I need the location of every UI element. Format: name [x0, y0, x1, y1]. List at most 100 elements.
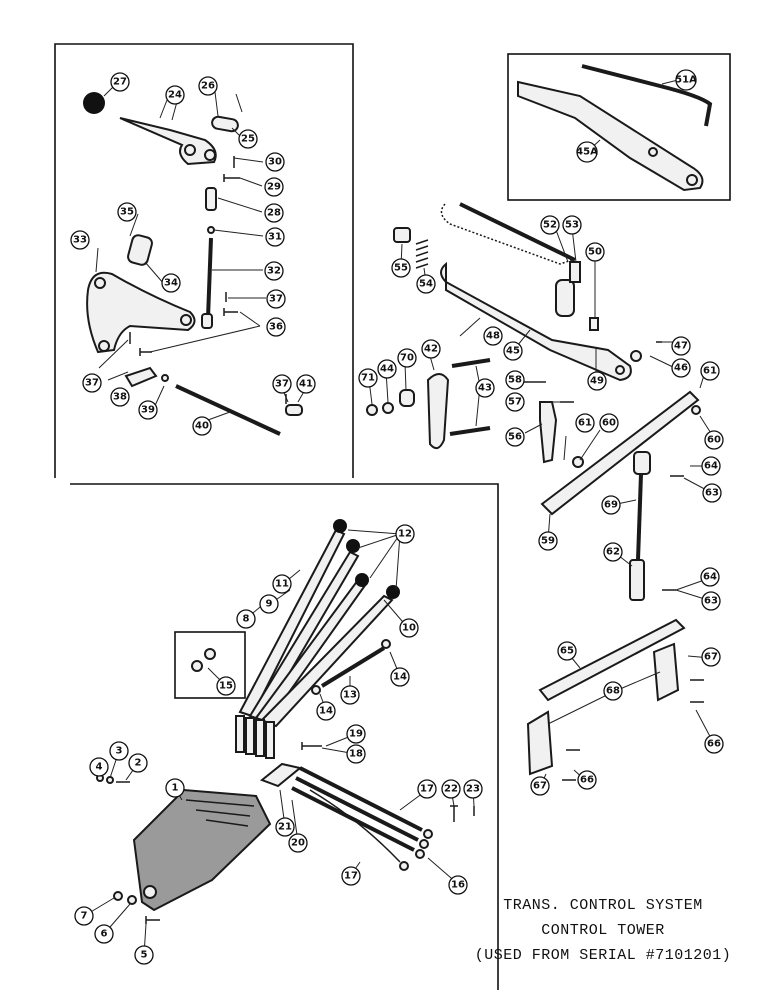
svg-text:26: 26	[201, 81, 215, 92]
svg-text:1: 1	[172, 783, 179, 794]
cover-bolt-hole	[143, 885, 157, 899]
detail-15-inset-frame	[174, 631, 246, 699]
callout-37-upper: 37	[266, 289, 286, 309]
callout-31: 31	[265, 227, 285, 247]
bracket-68-left	[526, 710, 554, 776]
pin-50	[589, 317, 599, 331]
callout-23: 23	[463, 779, 483, 799]
callout-30: 30	[265, 152, 285, 172]
callout-67-upper: 67	[701, 647, 721, 667]
diagram-frames	[54, 43, 731, 990]
rod-end-eye	[415, 849, 425, 859]
callout-61-right: 61	[700, 361, 720, 381]
diagram-caption: TRANS. CONTROL SYSTEM CONTROL TOWER (USE…	[468, 893, 738, 968]
nut-7	[113, 891, 123, 901]
callout-41: 41	[296, 374, 316, 394]
rod-end-upper	[633, 451, 651, 475]
lever-pivot-hole	[204, 149, 216, 161]
callout-11: 11	[272, 574, 292, 594]
callout-58: 58	[505, 370, 525, 390]
rod-end-cluster	[260, 762, 303, 788]
link-bolt	[451, 358, 491, 368]
callout-34: 34	[161, 273, 181, 293]
callout-53: 53	[562, 215, 582, 235]
svg-text:29: 29	[267, 182, 281, 193]
adjusting-rod	[206, 237, 213, 319]
callout-2: 2	[128, 753, 148, 773]
svg-text:36: 36	[269, 322, 283, 333]
svg-text:54: 54	[419, 279, 433, 290]
svg-text:35: 35	[120, 207, 134, 218]
callout-28: 28	[264, 203, 284, 223]
lever-knob	[346, 539, 360, 553]
svg-text:25: 25	[241, 134, 255, 145]
svg-text:43: 43	[478, 383, 492, 394]
callout-38: 38	[110, 387, 130, 407]
detail-nut	[191, 660, 203, 672]
caption-line-2: CONTROL TOWER	[541, 922, 665, 939]
callout-40: 40	[192, 416, 212, 436]
caption-line-1: TRANS. CONTROL SYSTEM	[503, 897, 703, 914]
callout-50: 50	[585, 242, 605, 262]
lock-nut	[207, 226, 215, 234]
svg-text:2: 2	[135, 758, 142, 769]
svg-text:71: 71	[361, 373, 375, 384]
callout-6: 6	[94, 924, 114, 944]
svg-text:3: 3	[116, 746, 123, 757]
bellcrank-bushing	[127, 234, 153, 266]
callout-25: 25	[238, 129, 258, 149]
svg-text:28: 28	[267, 208, 281, 219]
svg-text:53: 53	[565, 220, 579, 231]
rod-clevis-56	[539, 401, 558, 464]
snap-ring	[381, 639, 391, 649]
callouts: 27 24 26 25 30 29 28 31 3 2 37 36 35 33 3…	[70, 69, 724, 965]
callout-60-left: 60	[599, 413, 619, 433]
snap-ring	[311, 685, 321, 695]
spacer-70	[399, 389, 415, 407]
callout-64-upper: 64	[701, 456, 721, 476]
main-lever	[440, 261, 632, 382]
callout-61-left: 61	[575, 413, 595, 433]
right-linkage-group	[366, 202, 704, 781]
lower-rod-end	[201, 313, 213, 329]
svg-text:13: 13	[343, 690, 357, 701]
svg-text:37: 37	[269, 294, 283, 305]
callout-17-upper: 17	[417, 779, 437, 799]
svg-text:49: 49	[590, 376, 604, 387]
svg-text:63: 63	[704, 596, 718, 607]
callout-10: 10	[399, 618, 419, 638]
svg-text:67: 67	[533, 781, 547, 792]
bolts-63	[662, 475, 684, 591]
screw-5	[145, 916, 160, 924]
svg-text:55: 55	[394, 263, 408, 274]
callout-39: 39	[138, 400, 158, 420]
callout-9: 9	[259, 594, 279, 614]
svg-text:50: 50	[588, 247, 602, 258]
curved-rod	[309, 789, 401, 863]
bellcrank-hole	[180, 314, 192, 326]
tower-cover	[132, 788, 272, 912]
lever-ghost-outline	[440, 203, 573, 265]
svg-text:30: 30	[268, 157, 282, 168]
svg-text:65: 65	[560, 646, 574, 657]
callout-27: 27	[110, 72, 130, 92]
upper-clevis	[205, 187, 217, 211]
svg-text:64: 64	[704, 461, 718, 472]
callout-48: 48	[483, 326, 503, 346]
callout-42: 42	[421, 339, 441, 359]
callout-12: 12	[395, 524, 415, 544]
control-rod	[299, 766, 423, 832]
control-rod	[295, 776, 419, 842]
lever-arm-hole	[648, 147, 658, 157]
callout-37-left: 37	[82, 373, 102, 393]
rod-end-eye	[399, 861, 409, 871]
svg-text:66: 66	[580, 775, 594, 786]
callout-33: 33	[70, 230, 90, 250]
svg-text:12: 12	[398, 529, 412, 540]
callout-7: 7	[74, 906, 94, 926]
callout-24: 24	[165, 85, 185, 105]
svg-text:47: 47	[674, 341, 688, 352]
svg-text:61: 61	[578, 418, 592, 429]
lever-handle-8	[238, 528, 346, 718]
svg-text:33: 33	[73, 235, 87, 246]
